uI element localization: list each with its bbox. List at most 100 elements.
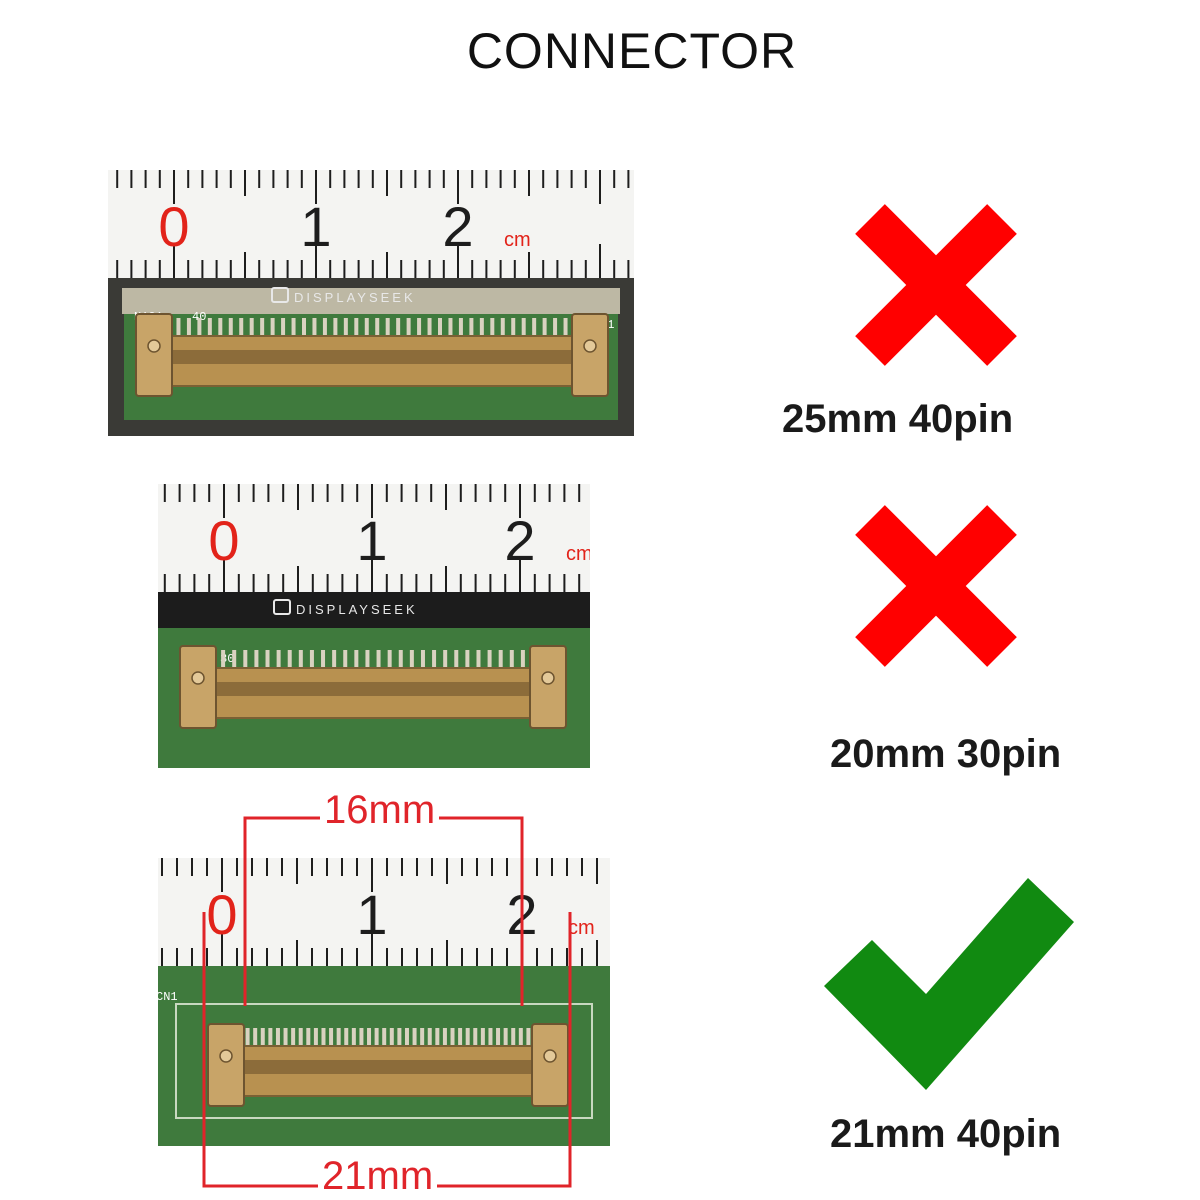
connector-pin [313, 1028, 318, 1048]
connector-pin [312, 318, 317, 338]
dimension-label-21mm: 21mm [318, 1156, 438, 1196]
connector-pin [218, 318, 223, 338]
connector-pin [476, 650, 481, 670]
connector-pin [532, 318, 537, 338]
connector-pin [465, 1028, 470, 1048]
connector-latch [207, 1023, 245, 1107]
connector-latch [529, 645, 567, 729]
connector-pin [487, 650, 492, 670]
connector-pin [389, 1028, 394, 1048]
connector-pin [450, 1028, 455, 1048]
connector-slot [164, 350, 580, 364]
connector-pin [343, 650, 348, 670]
connector-pin [253, 1028, 258, 1048]
connector-pin [520, 650, 525, 670]
ruler-background [108, 170, 634, 278]
connector-pin [365, 650, 370, 670]
connector-pin [249, 318, 254, 338]
connector-pin [359, 1028, 364, 1048]
connector-pin [275, 1028, 280, 1048]
connector-pin [298, 1028, 303, 1048]
connector-pin [479, 318, 484, 338]
connector-pin [197, 318, 202, 338]
connector-pin [526, 1028, 531, 1048]
connector-pin [454, 650, 459, 670]
connector-pin [412, 1028, 417, 1048]
connector-pin [260, 1028, 265, 1048]
connector-pin [302, 318, 306, 338]
connector-pin [321, 650, 326, 670]
latch-hole [583, 339, 597, 353]
connector-pin [265, 650, 270, 670]
connector-photo-25mm: 012cmDISPLAYSEEKN10140F1 [108, 170, 634, 436]
connector-pin [406, 318, 411, 338]
ruler-number: 0 [206, 883, 237, 946]
connector-pin [427, 1028, 432, 1048]
connector-slot [208, 682, 538, 696]
connector-pin [500, 318, 505, 338]
connector-pin [329, 1028, 334, 1048]
pcb-marking: 40 [192, 310, 206, 324]
brand-text: DISPLAYSEEK [294, 290, 416, 305]
brand-logo-icon [273, 599, 291, 615]
connector-pin [496, 1028, 501, 1048]
connector-pin [245, 1028, 250, 1048]
connector-pin [443, 650, 448, 670]
panel-bezel [158, 592, 590, 628]
latch-hole [219, 1049, 233, 1063]
connector-pin [448, 318, 453, 338]
connector-pin [287, 650, 292, 670]
connector-pin [396, 318, 401, 338]
connector-pin [260, 318, 265, 338]
connector-label-20mm: 20mm 30pin [830, 732, 1062, 776]
connector-pin [232, 650, 237, 670]
connector-pin [322, 318, 327, 338]
connector-pin [488, 1028, 493, 1048]
checkmark-icon [822, 876, 1078, 1099]
connector-pin [364, 318, 369, 338]
connector-pin [333, 318, 338, 338]
connector-pin [480, 1028, 485, 1048]
connector-pin [397, 1028, 402, 1048]
ruler-number: 2 [442, 195, 473, 258]
connector-pin [435, 1028, 440, 1048]
connector-pin [511, 318, 516, 338]
ruler-unit: cm [504, 229, 531, 251]
connector-pin [503, 1028, 508, 1048]
connector-pin [176, 318, 181, 338]
ruler-background [158, 858, 610, 966]
connector-pin [291, 1028, 296, 1048]
ruler-number: 1 [356, 883, 387, 946]
brand-logo-icon [271, 287, 289, 303]
connector-pin [343, 318, 348, 338]
connector-pin [239, 318, 244, 338]
connector-pin [417, 318, 422, 338]
connector-pin [374, 1028, 379, 1048]
connector-pin [409, 650, 414, 670]
connector-pin [254, 650, 259, 670]
connector-pin [458, 1028, 463, 1048]
connector-latch [531, 1023, 569, 1107]
ruler-unit: cm [568, 917, 595, 939]
connector-pin [432, 650, 437, 670]
connector-pin [228, 318, 233, 338]
connector-pin [376, 650, 381, 670]
connector-label-25mm: 25mm 40pin [782, 397, 1014, 441]
connector-pin [186, 318, 191, 338]
connector-pin [465, 650, 470, 670]
connector-pin [298, 650, 303, 670]
connector-pin [442, 1028, 447, 1048]
connector-pin [309, 650, 314, 670]
connector-pin [563, 318, 568, 338]
connector-pin [473, 1028, 478, 1048]
connector-pin [270, 318, 275, 338]
ruler-number: 2 [504, 509, 535, 572]
connector-pin [283, 1028, 288, 1048]
connector-pin [354, 650, 359, 670]
ruler-background [158, 484, 590, 592]
connector-pin [336, 1028, 341, 1048]
connector-pin [404, 1028, 409, 1048]
connector-pin [469, 318, 474, 338]
